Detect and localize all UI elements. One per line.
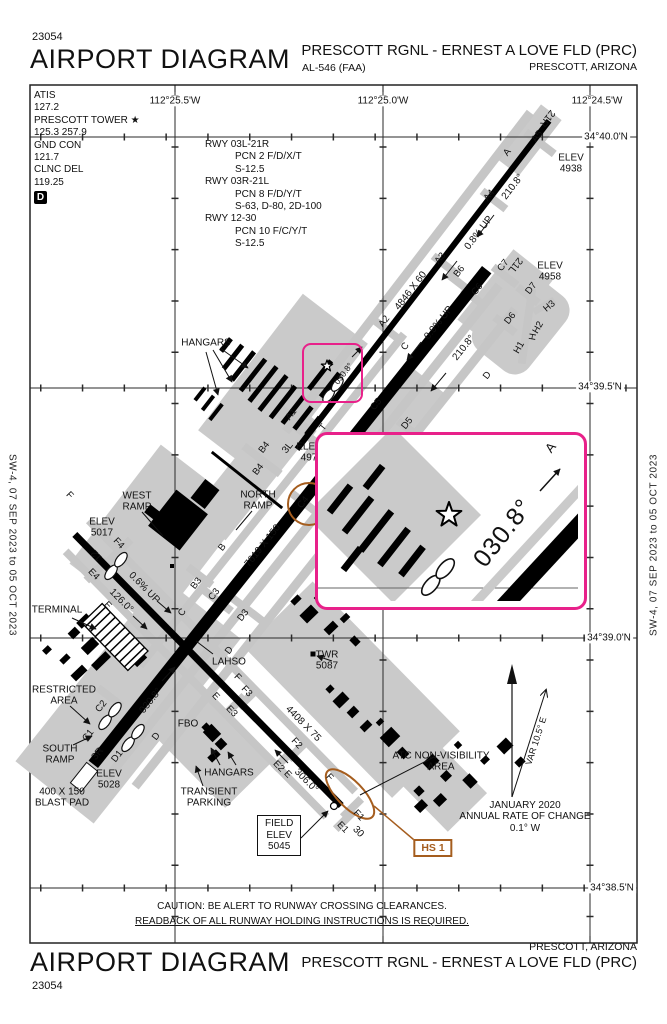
longitude-label: 112°24.5'W <box>569 95 625 107</box>
elev-3l: ELEV 497 <box>296 441 322 464</box>
transient-parking-label: TRANSIENT PARKING <box>180 786 238 809</box>
declared-distance-icon: D <box>34 191 47 205</box>
blast-pad-label: 400 X 150 BLAST PAD <box>34 786 90 809</box>
west-ramp-label: WEST RAMP <box>122 490 152 513</box>
chart-number-bottom: 23054 <box>32 980 63 992</box>
hangars-south-label: HANGARS <box>204 767 254 779</box>
rwy-pcn: PCN 10 F/C/Y/T <box>235 225 308 237</box>
windsock-icon <box>121 723 145 753</box>
tower-label: PRESCOTT TOWER ★ <box>34 114 140 126</box>
runway-12-30 <box>72 532 344 808</box>
inset-source-box <box>302 343 363 403</box>
map-frame <box>29 84 638 944</box>
rwy-pcn: PCN 8 F/D/Y/T <box>235 188 302 200</box>
rwy-strength: S-12.5 <box>235 238 265 250</box>
magnified-inset: 030.8° A <box>315 432 587 610</box>
latitude-label: 34°38.5'N <box>588 882 636 894</box>
latitude-label: 34°39.0'N <box>585 632 633 644</box>
airport-name-bottom: PRESCOTT RGNL - ERNEST A LOVE FLD (PRC) <box>301 954 637 971</box>
atc-nonvisibility-label: ATC NON-VISIBILITY AREA <box>392 750 490 773</box>
rwy-pcn: PCN 2 F/D/X/T <box>235 151 302 163</box>
rwy-name: RWY 12-30 <box>205 213 257 225</box>
gnd-freq: 121.7 <box>34 152 60 164</box>
terminal-label: TERMINAL <box>31 604 83 616</box>
edition-strip-right: SW-4, 07 SEP 2023 to 05 OCT 2023 <box>648 453 660 637</box>
clnc-freq: 119.25 <box>34 176 64 188</box>
clnc-label: CLNC DEL <box>34 164 84 176</box>
windsock-icon <box>420 558 456 596</box>
longitude-label: 112°25.0'W <box>355 95 411 107</box>
rwy-strength: S-63, D-80, 2D-100 <box>235 201 322 213</box>
airport-name-top: PRESCOTT RGNL - ERNEST A LOVE FLD (PRC) <box>301 42 637 59</box>
chart-number-top: 23054 <box>32 31 63 43</box>
annual-rate-note: JANUARY 2020 ANNUAL RATE OF CHANGE 0.1° … <box>459 800 591 834</box>
page-title-bottom: AIRPORT DIAGRAM <box>30 947 291 977</box>
field-elev-point-icon <box>329 801 339 811</box>
city-state-bottom: PRESCOTT, ARIZONA <box>529 941 637 953</box>
fbo-label: FBO <box>177 718 199 730</box>
rwy-name: RWY 03L-21R <box>205 139 270 150</box>
field-elev-box: FIELD ELEV 5045 <box>257 815 302 856</box>
elev-3r: ELEV 5028 <box>96 768 122 791</box>
inset-graphics <box>318 435 578 601</box>
rwy-name: RWY 03R-21L <box>205 176 270 188</box>
windsock-icon <box>98 701 122 731</box>
atis-label: ATIS <box>34 90 56 101</box>
heading-arrow <box>539 468 561 492</box>
latitude-label: 34°39.5'N <box>576 381 624 393</box>
longitude-label: 112°25.5'W <box>147 95 203 107</box>
gnd-label: GND CON <box>34 139 82 151</box>
blast-pad-shape <box>69 761 99 793</box>
comm-frequencies: ATIS 127.2 PRESCOTT TOWER ★ 125.3 257.9 … <box>34 90 140 205</box>
beacon-star-icon <box>435 501 463 527</box>
beacon-star-icon <box>320 359 334 372</box>
restricted-area-label: RESTRICTED AREA <box>32 684 96 707</box>
tower-label-map: TWR 5087 <box>315 649 339 672</box>
rwy-strength: S-12.5 <box>235 163 265 175</box>
caution-line-2: READBACK OF ALL RUNWAY HOLDING INSTRUCTI… <box>135 916 469 927</box>
terminal-building <box>81 602 149 672</box>
elev-21r: ELEV 4938 <box>558 152 584 175</box>
runway-03l-21r <box>294 118 552 452</box>
page-title-top: AIRPORT DIAGRAM <box>30 44 291 74</box>
latitude-label: 34°40.0'N <box>582 131 630 143</box>
runway-03r-21l <box>88 265 492 769</box>
runway-data-block: RWY 03L-21R PCN 2 F/D/X/T S-12.5 RWY 03R… <box>205 139 322 251</box>
caution-line-1: CAUTION: BE ALERT TO RUNWAY CROSSING CLE… <box>157 901 447 912</box>
elev-21l: ELEV 4958 <box>537 260 563 283</box>
south-ramp-label: SOUTH RAMP <box>42 743 78 766</box>
edition-strip-left: SW-4, 07 SEP 2023 to 05 OCT 2023 <box>6 453 18 637</box>
al-number: AL-546 (FAA) <box>302 62 366 74</box>
tower-freq: 125.3 257.9 <box>34 127 87 139</box>
lahso-label: LAHSO <box>212 656 246 668</box>
north-arrow-icon <box>507 664 546 798</box>
windsock-icon <box>322 377 344 403</box>
city-state-top: PRESCOTT, ARIZONA <box>529 61 637 73</box>
windsock-icon <box>104 551 128 581</box>
hangars-north-label: HANGARS <box>181 337 231 349</box>
hotspot-hs1-badge: HS 1 <box>413 839 453 857</box>
elev-12: ELEV 5017 <box>89 516 115 539</box>
north-ramp-label: NORTH RAMP <box>240 489 276 512</box>
leader-lines <box>69 85 591 943</box>
atis-freq: 127.2 <box>34 102 60 114</box>
